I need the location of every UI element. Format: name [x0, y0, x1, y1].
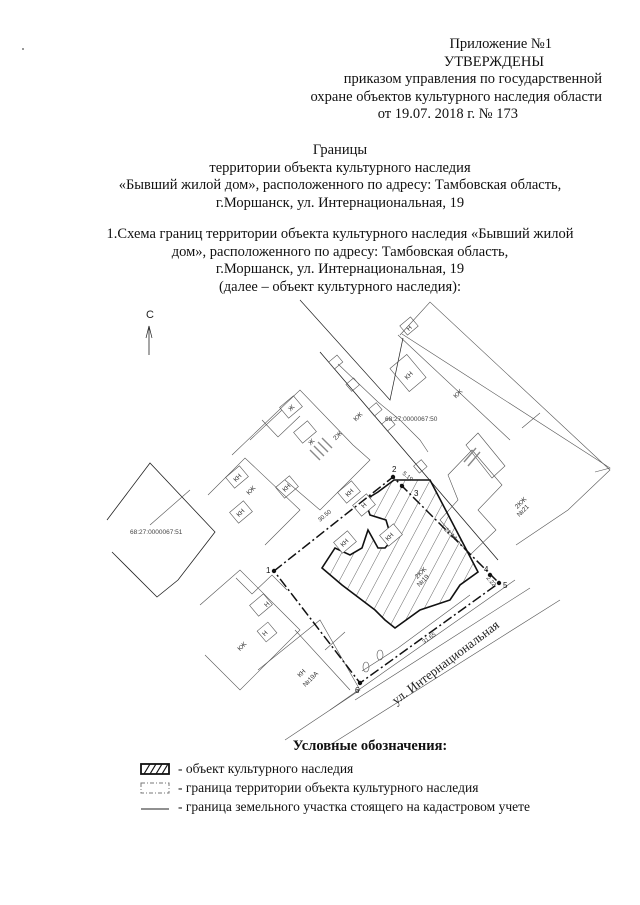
- title-line-1: Границы: [312, 142, 368, 158]
- legend-item-territory-boundary: - граница территории объекта культурного…: [140, 778, 580, 797]
- cadastral-label: 68:27:0000067:51: [130, 529, 183, 536]
- boundary-map: С: [106, 299, 611, 746]
- building-code: КЖ: [452, 388, 464, 400]
- dimension-label: 2.22: [484, 575, 497, 588]
- legend-title: Условные обозначения:: [292, 738, 448, 754]
- building-code: Ж: [287, 404, 296, 413]
- building-code: Н: [360, 501, 368, 509]
- map-legend: Условные обозначения: - объект культурно…: [140, 738, 580, 816]
- point-label: 1: [266, 566, 271, 575]
- cadastral-label: 68:27:0000067:50: [385, 416, 438, 423]
- point-label: 5: [503, 581, 508, 590]
- surrounding-parcels: [106, 299, 611, 746]
- building-code: КН: [404, 370, 415, 381]
- building-code: Н: [263, 600, 271, 608]
- appendix-number: Приложение №1: [449, 36, 552, 52]
- building-code: КН: [384, 531, 395, 542]
- scheme-line-1: 1.Схема границ территории объекта культу…: [106, 226, 574, 242]
- legend-item-heritage-object: - объект культурного наследия: [140, 759, 580, 778]
- legend-label: - граница территории объекта культурного…: [178, 779, 479, 795]
- lot-label: КН: [296, 668, 307, 679]
- building-code: Н: [405, 324, 413, 332]
- building-code: КЖ: [352, 411, 364, 423]
- point-labels: 1 2 3 4 5 6: [266, 465, 508, 695]
- dimension-label: 31.65: [422, 632, 438, 646]
- building-code: КЖ: [245, 485, 257, 497]
- solid-line-icon: [141, 808, 169, 809]
- building-code-labels: Н КН КЖ КЖ Ж Ж 2Ж КЖ КН КН КН КН КН Н КН…: [232, 324, 464, 652]
- north-label: С: [146, 309, 154, 321]
- approval-block: Приложение №1 УТВЕРЖДЕНЫ приказом управл…: [242, 36, 602, 124]
- building-code: Ж: [307, 438, 316, 447]
- building-code: Н: [261, 629, 269, 637]
- building-code: 2Ж: [332, 430, 344, 442]
- title-line-2: территории объекта культурного наследия: [209, 159, 471, 176]
- building-code: КЖ: [236, 641, 248, 653]
- building-code: КН: [281, 482, 292, 493]
- building-code: КН: [235, 507, 246, 518]
- approved-label: УТВЕРЖДЕНЫ: [443, 53, 544, 70]
- point-label: 2: [392, 465, 397, 474]
- hatched-box-icon: [140, 762, 170, 775]
- approval-line-4: охране объектов культурного наследия обл…: [310, 88, 602, 105]
- point-label: 3: [414, 489, 419, 498]
- legend-item-cadastral-boundary: - граница земельного участка стоящего на…: [140, 797, 580, 816]
- cadastral-labels: 68:27:0000067:50 68:27:0000067:51: [130, 416, 438, 536]
- scheme-heading: 1.Схема границ территории объекта культу…: [60, 226, 620, 296]
- boundary-points: [271, 474, 502, 686]
- approval-date: от 19.07. 2018 г. № 173: [377, 106, 518, 122]
- scheme-line-3: г.Моршанск, ул. Интернациональная, 19: [215, 261, 465, 277]
- point-label: 4: [484, 565, 489, 574]
- building-code: КН: [344, 487, 355, 498]
- street-label: ул. Интернациональная: [389, 617, 502, 707]
- dashed-box-icon: [140, 782, 170, 793]
- title-line-3: «Бывший жилой дом», расположенного по ад…: [118, 177, 562, 193]
- heritage-object-area: [320, 479, 480, 630]
- building-code: КН: [339, 537, 350, 548]
- building-code: КН: [232, 472, 243, 483]
- document-title: Границы территории объекта культурного н…: [60, 142, 620, 212]
- north-arrow-icon: С: [145, 309, 154, 355]
- point-label: 6: [355, 686, 360, 695]
- legend-label: - граница земельного участка стоящего на…: [178, 798, 530, 814]
- dimension-label: 30.50: [317, 509, 333, 524]
- approval-line-3: приказом управления по государственной: [343, 71, 602, 87]
- title-line-4: г.Моршанск, ул. Интернациональная, 19: [215, 194, 465, 211]
- legend-label: - объект культурного наследия: [178, 760, 354, 776]
- scan-artifact: [22, 48, 24, 50]
- scheme-line-4: (далее – объект культурного наследия):: [218, 278, 462, 295]
- stair-hatches: [309, 437, 481, 467]
- scheme-line-2: дом», расположенного по адресу: Тамбовск…: [171, 243, 509, 260]
